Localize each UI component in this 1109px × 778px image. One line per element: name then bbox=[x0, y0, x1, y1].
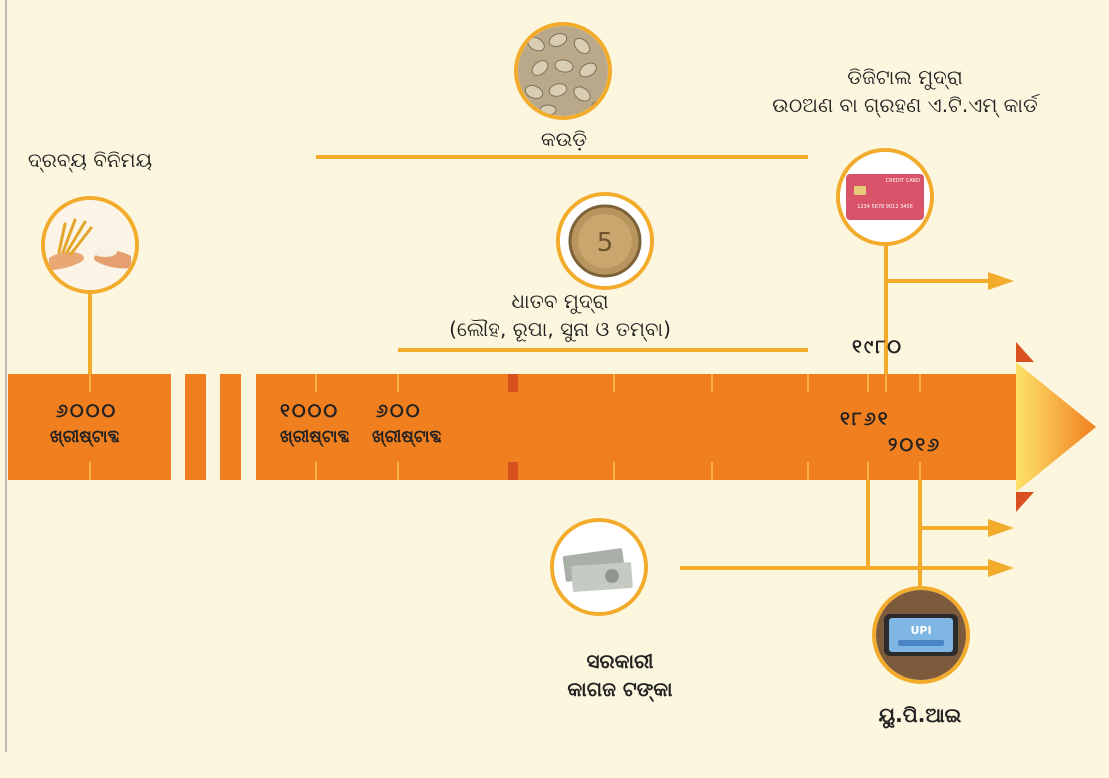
band-ticks-bottom bbox=[89, 462, 921, 480]
metal-label-line1: ଧାତବ ମୁଦ୍ରା bbox=[511, 289, 609, 313]
band-segment-main bbox=[256, 374, 1018, 480]
barter-hands-grain-icon bbox=[45, 200, 135, 290]
band-marker-top bbox=[508, 374, 518, 392]
upi-phone-icon: UPI bbox=[876, 590, 966, 680]
cowrie-image bbox=[514, 22, 612, 120]
metal-label-line2: (ଲୌହ, ରୂପା, ସୁନା ଓ ତମ୍ବା) bbox=[449, 317, 671, 341]
band-marker-bottom bbox=[508, 462, 518, 480]
barter-label: ଦ୍ରବ୍ୟ ବିନିମୟ bbox=[27, 148, 153, 172]
metal-coin-icon: 5 bbox=[560, 196, 650, 286]
cowrie-shells-icon bbox=[518, 26, 608, 116]
band-segment-2 bbox=[185, 374, 206, 480]
era-1000: ଖ୍ରୀଷ୍ଟାବ୍ଦ bbox=[280, 427, 350, 447]
era-6000: ଖ୍ରୀଷ୍ଟାବ୍ଦ bbox=[50, 427, 120, 447]
digital-label-line1: ଡିଜିଟାଲ ମୁଦ୍ରା bbox=[847, 65, 963, 89]
digital-label-line2: ଉଠଅଣ ବା ଗ୍ରହଣ ଏ.ଟି.ଏମ୍ କାର୍ଡ bbox=[772, 93, 1038, 117]
arrow-bottom-tip bbox=[1016, 492, 1034, 512]
cowrie-label: କଉଡ଼ି bbox=[540, 127, 588, 151]
paper-currency-icon bbox=[554, 522, 644, 612]
upi-screen-text: UPI bbox=[910, 624, 931, 637]
era-600: ଖ୍ରୀଷ୍ଟାବ୍ଦ bbox=[372, 427, 442, 447]
arrow-top-tip bbox=[1016, 342, 1034, 362]
credit-card-icon: CREDIT CARD 1234 5678 9012 3456 bbox=[840, 152, 930, 242]
year-2016: ୨୦୧୬ bbox=[888, 434, 942, 456]
card-text: CREDIT CARD bbox=[886, 178, 920, 184]
paper-money-image bbox=[550, 518, 648, 616]
year-1000: ୧୦୦୦ bbox=[280, 400, 340, 422]
paper-label-line2: କାଗଜ ଟଙ୍କା bbox=[567, 677, 673, 701]
band-ticks-top bbox=[89, 374, 921, 392]
metal-coin-image: 5 bbox=[556, 192, 654, 290]
year-1980: ୧୯୮୦ bbox=[852, 336, 904, 358]
digital-card-image: CREDIT CARD 1234 5678 9012 3456 bbox=[836, 148, 934, 246]
upi-label: ୟୁ.ପି.ଆଇ bbox=[878, 703, 962, 727]
paper-label-line1: ସରକାରୀ bbox=[586, 649, 654, 673]
paper-arrow-head bbox=[988, 559, 1014, 577]
year-600: ୬୦୦ bbox=[376, 400, 422, 422]
band-segment-3 bbox=[220, 374, 241, 480]
timeline-arrow-head bbox=[1016, 362, 1096, 492]
upi-image: UPI bbox=[872, 586, 970, 684]
upi-arrow-head bbox=[988, 519, 1014, 537]
card-number: 1234 5678 9012 3456 bbox=[857, 204, 913, 210]
digital-arrow-head bbox=[988, 272, 1014, 290]
svg-text:5: 5 bbox=[597, 228, 614, 258]
barter-image bbox=[41, 196, 139, 294]
year-1861: ୧୮୬୧ bbox=[840, 408, 890, 430]
year-6000: ୬୦୦୦ bbox=[56, 400, 118, 422]
